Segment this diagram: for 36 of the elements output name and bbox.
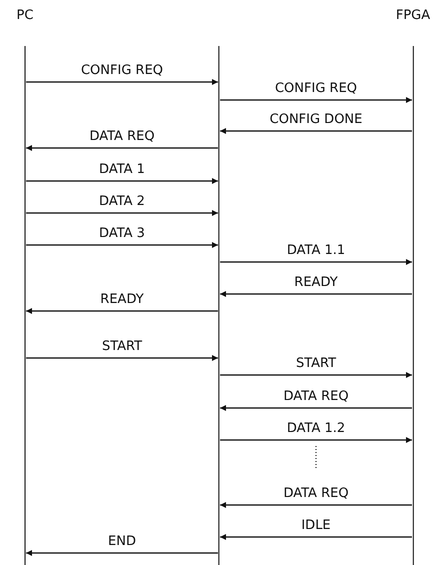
message-arrow [220,97,412,103]
edge-label: DATA 3 [99,226,145,242]
edge-label: START [102,339,142,355]
message-arrow [26,308,218,314]
edge-label: DATA 1 [99,162,145,178]
edge-label: DATA 1.1 [286,243,346,259]
edge-label: CONFIG REQ [274,81,358,97]
message-arrow [220,502,412,508]
message-arrow [26,79,218,85]
message-arrow [220,128,412,134]
participant-label: PC [16,7,34,25]
message-arrow [26,550,218,556]
edge-label: DATA REQ [283,389,349,405]
message-arrow [220,405,412,411]
edge-label: CONFIG DONE [270,112,362,128]
edge-label: DATA REQ [283,486,349,502]
message-arrow [26,145,218,151]
edge-label: DATA 1.2 [286,421,346,437]
message-arrow [220,437,412,443]
edge-label: START [296,356,336,372]
participant-label: FPGA [396,7,430,25]
edge-label: READY [294,275,338,291]
edge-label: DATA 2 [99,194,145,210]
message-arrow [220,372,412,378]
edge-label: IDLE [301,518,331,534]
message-arrow [26,242,218,248]
edge-label: CONFIG REQ [80,63,164,79]
message-arrow [220,534,412,540]
edge-label: READY [100,292,144,308]
message-arrow [26,210,218,216]
edge-label: DATA REQ [89,129,155,145]
message-arrow [26,355,218,361]
message-arrow [220,291,412,297]
message-arrow [26,178,218,184]
edge-label: END [108,534,136,550]
message-arrow [220,259,412,265]
